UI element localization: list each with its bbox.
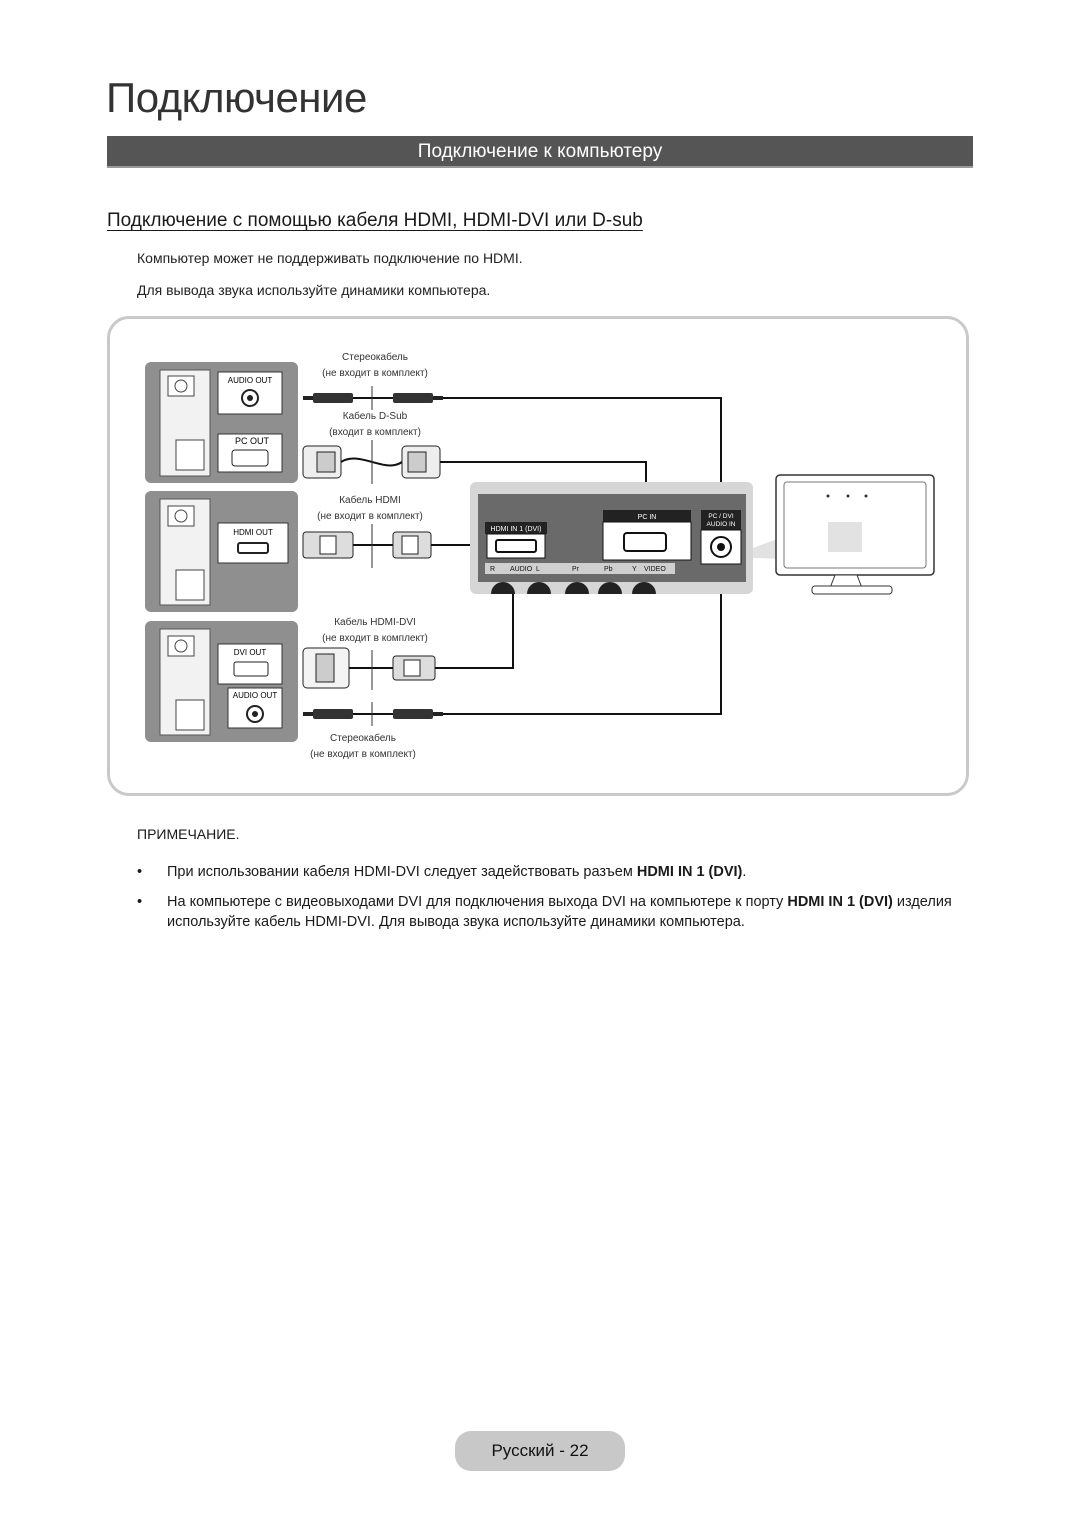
tv-hdmi-in-label: HDMI IN 1 (DVI) <box>491 526 542 533</box>
hdmi-cable-label: Кабель HDMI <box>339 494 401 506</box>
stereo-cable-bottom-note: (не входит в комплект) <box>310 749 416 760</box>
pc-out-label: PC OUT <box>235 436 270 446</box>
tv-rear-panel: HDMI IN 1 (DVI) PC IN PC / DVI AUDIO IN … <box>470 482 753 594</box>
note-title: ПРИМЕЧАНИЕ. <box>137 826 240 842</box>
tv-pc-dvi-audio-label-2: AUDIO IN <box>707 521 736 528</box>
page-number-badge: Русский - 22 <box>455 1431 625 1471</box>
bullet-icon: • <box>137 864 143 880</box>
note-tail: изделия используйте кабель HDMI-DVI. Для… <box>167 894 952 930</box>
pc-dvi-out-label: DVI OUT <box>234 648 267 657</box>
tv-row-label-audio: AUDIO <box>510 566 533 573</box>
tv-row-label-r: R <box>490 566 495 573</box>
pc-audio-out-label: AUDIO OUT <box>228 376 273 385</box>
note-item: • При использовании кабеля HDMI-DVI следу… <box>137 862 972 882</box>
connection-lines <box>431 397 722 715</box>
stereo-cable-bottom <box>303 702 443 726</box>
pc-unit-dsub: AUDIO OUT PC OUT <box>145 362 298 483</box>
intro-line-audio: Для вывода звука используйте динамики ко… <box>137 282 491 298</box>
pc-hdmi-out-label: HDMI OUT <box>233 528 273 537</box>
hdmi-cable <box>302 524 432 568</box>
dsub-cable <box>302 440 441 484</box>
tv-pc-in-label: PC IN <box>638 514 657 521</box>
sub-heading: Подключение с помощью кабеля HDMI, HDMI-… <box>107 210 643 231</box>
tv-row-label-pr: Pr <box>572 566 580 573</box>
pc-unit-hdmi: HDMI OUT <box>145 491 298 612</box>
section-title-bar: Подключение к компьютеру <box>107 136 973 168</box>
intro-line-hdmi: Компьютер может не поддерживать подключе… <box>137 250 523 266</box>
note-list: • При использовании кабеля HDMI-DVI следу… <box>137 862 972 942</box>
stereo-cable-top-label: Стереокабель <box>342 351 408 363</box>
hdmi-dvi-cable-note: (не входит в комплект) <box>322 633 428 644</box>
tv-row-label-y: Y <box>632 566 637 573</box>
pc-unit-dvi: DVI OUT AUDIO OUT <box>145 621 298 742</box>
note-tail: . <box>742 864 747 880</box>
dsub-cable-label: Кабель D-Sub <box>343 410 408 422</box>
tv-pc-dvi-audio-label-1: PC / DVI <box>708 513 733 520</box>
connection-diagram: AUDIO OUT PC OUT HDMI OUT DVI OUT AUDIO … <box>145 351 935 760</box>
tv-row-label-pb: Pb <box>604 566 613 573</box>
stereo-cable-bottom-label: Стереокабель <box>330 732 396 744</box>
tv-row-label-l: L <box>536 566 540 573</box>
dsub-cable-note: (входит в комплект) <box>329 427 421 438</box>
tv-row-label-video: VIDEO <box>644 566 666 573</box>
note-port-name: HDMI IN 1 (DVI) <box>636 864 743 880</box>
bullet-icon: • <box>137 894 143 910</box>
note-port-name: HDMI IN 1 (DVI) <box>787 894 893 910</box>
hdmi-dvi-cable-label: Кабель HDMI-DVI <box>334 616 416 628</box>
note-text: При использовании кабеля HDMI-DVI следуе… <box>167 864 637 880</box>
tv-set <box>775 474 935 595</box>
hdmi-dvi-cable <box>302 647 436 690</box>
note-item: • На компьютере с видеовыходами DVI для п… <box>137 892 972 932</box>
note-text: На компьютере с видеовыходами DVI для по… <box>167 894 788 910</box>
pc-audio-out-2-label: AUDIO OUT <box>233 691 278 700</box>
chapter-title: Подключение <box>106 74 367 121</box>
hdmi-cable-note: (не входит в комплект) <box>317 511 423 522</box>
stereo-cable-top-note: (не входит в комплект) <box>322 368 428 379</box>
stereo-cable-top <box>303 386 443 410</box>
